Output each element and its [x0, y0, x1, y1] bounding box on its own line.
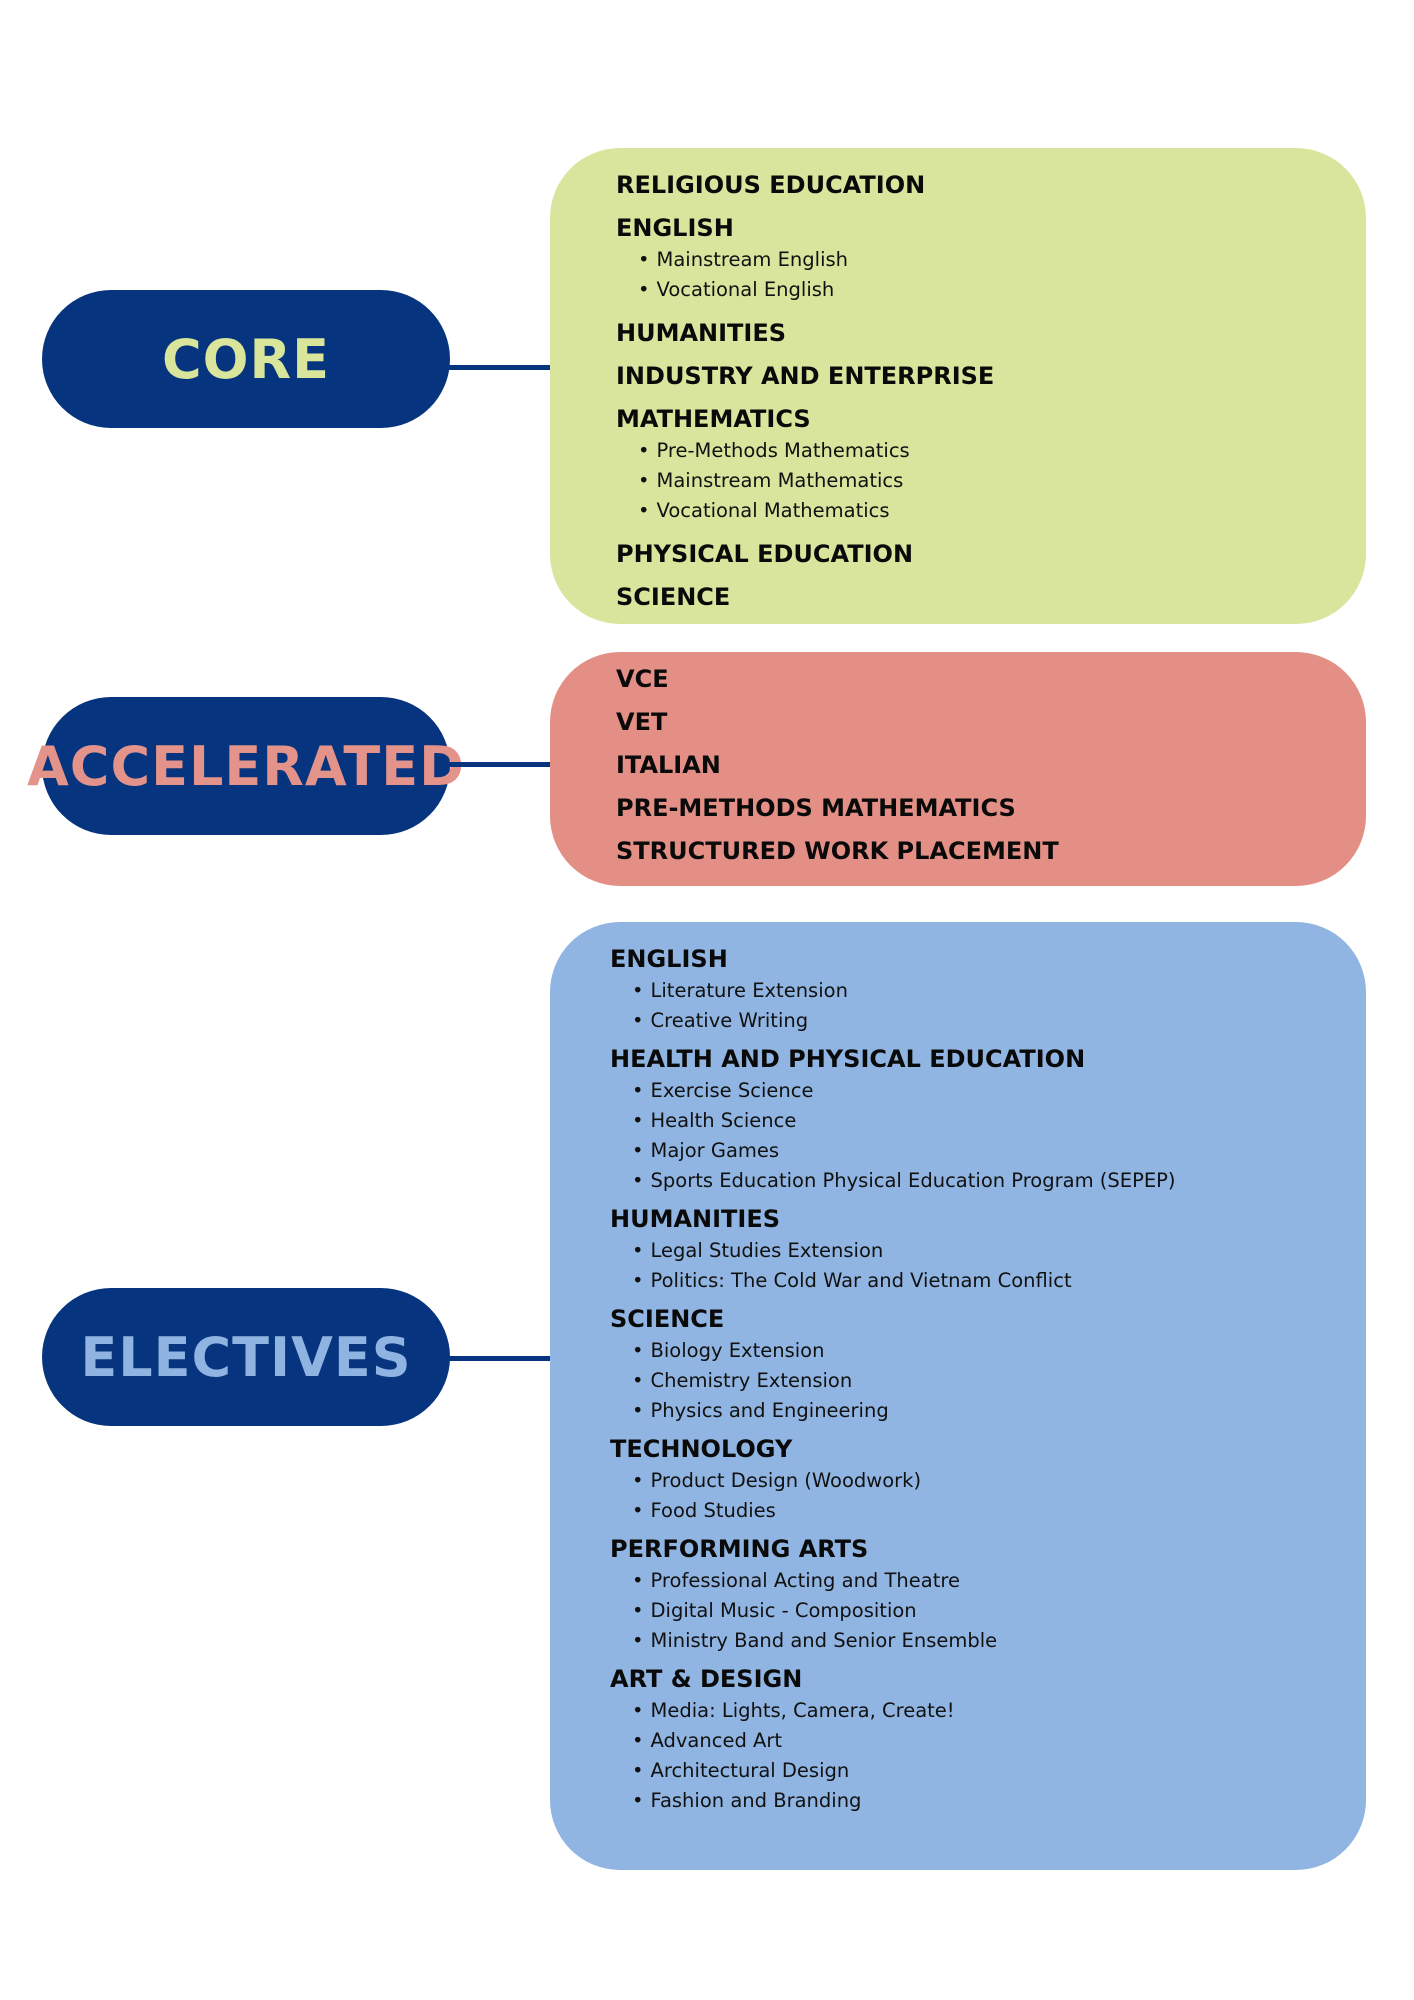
- electives-section-title: ENGLISH: [610, 945, 728, 973]
- electives-connector: [448, 1356, 552, 1361]
- electives-section-title: HEALTH AND PHYSICAL EDUCATION: [610, 1045, 1086, 1073]
- electives-section-list: Exercise ScienceHealth ScienceMajor Game…: [610, 1076, 1366, 1196]
- accelerated-label: ACCELERATED: [27, 734, 465, 798]
- list-item: Chemistry Extension: [632, 1366, 1366, 1396]
- list-item: Exercise Science: [632, 1076, 1366, 1106]
- list-item: Product Design (Woodwork): [632, 1466, 1366, 1496]
- electives-section-list: Professional Acting and TheatreDigital M…: [610, 1566, 1366, 1656]
- list-item: Vocational English: [638, 275, 1366, 305]
- electives-section-list: Biology ExtensionChemistry ExtensionPhys…: [610, 1336, 1366, 1426]
- list-item: Physics and Engineering: [632, 1396, 1366, 1426]
- electives-section-title: PERFORMING ARTS: [610, 1535, 869, 1563]
- list-item: Mainstream English: [638, 245, 1366, 275]
- list-item: Food Studies: [632, 1496, 1366, 1526]
- accelerated-connector: [448, 762, 552, 767]
- list-item: Sports Education Physical Education Prog…: [632, 1166, 1366, 1196]
- list-item: Fashion and Branding: [632, 1786, 1366, 1816]
- core-connector: [448, 365, 552, 370]
- list-item: Media: Lights, Camera, Create!: [632, 1696, 1366, 1726]
- list-item: Creative Writing: [632, 1006, 1366, 1036]
- accelerated-section-title: PRE-METHODS MATHEMATICS: [616, 794, 1016, 822]
- list-item: Major Games: [632, 1136, 1366, 1166]
- list-item: Health Science: [632, 1106, 1366, 1136]
- accelerated-section-title: VCE: [616, 665, 669, 693]
- accelerated-box: VCE VET ITALIAN PRE-METHODS MATHEMATICS STRU…: [550, 652, 1366, 886]
- list-item: Pre-Methods Mathematics: [638, 436, 1366, 466]
- electives-box: ENGLISH Literature ExtensionCreative Writ…: [550, 922, 1366, 1870]
- accelerated-section-title: ITALIAN: [616, 751, 721, 779]
- core-pill: CORE: [42, 290, 450, 428]
- list-item: Vocational Mathematics: [638, 496, 1366, 526]
- electives-section-list: Product Design (Woodwork)Food Studies: [610, 1466, 1366, 1526]
- core-label: CORE: [161, 327, 330, 391]
- core-box: RELIGIOUS EDUCATION ENGLISH Mainstream Eng…: [550, 148, 1366, 624]
- electives-section-title: SCIENCE: [610, 1305, 725, 1333]
- list-item: Legal Studies Extension: [632, 1236, 1366, 1266]
- core-section-list: Pre-Methods MathematicsMainstream Mathem…: [616, 436, 1366, 526]
- list-item: Professional Acting and Theatre: [632, 1566, 1366, 1596]
- electives-pill: ELECTIVES: [42, 1288, 450, 1426]
- electives-section-title: ART & DESIGN: [610, 1665, 803, 1693]
- core-section-title: MATHEMATICS: [616, 405, 811, 433]
- electives-section-title: TECHNOLOGY: [610, 1435, 793, 1463]
- electives-section-list: Legal Studies ExtensionPolitics: The Col…: [610, 1236, 1366, 1296]
- accelerated-section-title: STRUCTURED WORK PLACEMENT: [616, 837, 1059, 865]
- core-section-title: ENGLISH: [616, 214, 734, 242]
- list-item: Architectural Design: [632, 1756, 1366, 1786]
- list-item: Biology Extension: [632, 1336, 1366, 1366]
- core-section-title: HUMANITIES: [616, 319, 787, 347]
- list-item: Advanced Art: [632, 1726, 1366, 1756]
- core-section-title: SCIENCE: [616, 583, 731, 611]
- list-item: Politics: The Cold War and Vietnam Confl…: [632, 1266, 1366, 1296]
- list-item: Ministry Band and Senior Ensemble: [632, 1626, 1366, 1656]
- core-section-list: Mainstream EnglishVocational English: [616, 245, 1366, 305]
- electives-section-list: Literature ExtensionCreative Writing: [610, 976, 1366, 1036]
- electives-section-list: Media: Lights, Camera, Create!Advanced A…: [610, 1696, 1366, 1816]
- electives-label: ELECTIVES: [80, 1325, 412, 1389]
- core-section-title: INDUSTRY AND ENTERPRISE: [616, 362, 995, 390]
- list-item: Mainstream Mathematics: [638, 466, 1366, 496]
- accelerated-pill: ACCELERATED: [27, 697, 464, 835]
- electives-section-title: HUMANITIES: [610, 1205, 781, 1233]
- core-section-title: PHYSICAL EDUCATION: [616, 540, 914, 568]
- core-section-title: RELIGIOUS EDUCATION: [616, 171, 926, 199]
- list-item: Digital Music - Composition: [632, 1596, 1366, 1626]
- list-item: Literature Extension: [632, 976, 1366, 1006]
- accelerated-section-title: VET: [616, 708, 668, 736]
